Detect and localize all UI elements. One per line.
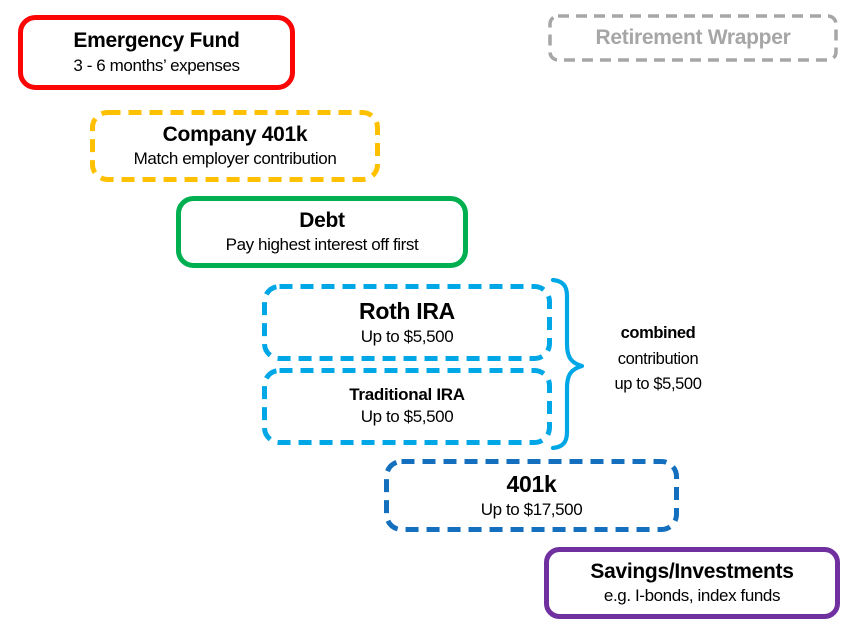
box-debt: Debt Pay highest interest off first [176, 196, 468, 268]
traditional-ira-subtitle: Up to $5,500 [360, 407, 454, 427]
401k-subtitle: Up to $17,500 [480, 500, 583, 520]
savings-investments-subtitle: e.g. I-bonds, index funds [603, 586, 781, 606]
combined-note-line1: combined [620, 324, 696, 342]
company-401k-title: Company 401k [162, 122, 308, 146]
box-company-401k: Company 401k Match employer contribution [90, 110, 380, 182]
savings-investments-title: Savings/Investments [590, 559, 794, 583]
box-traditional-ira: Traditional IRA Up to $5,500 [262, 368, 552, 445]
emergency-fund-subtitle: 3 - 6 months’ expenses [73, 55, 240, 75]
box-roth-ira: Roth IRA Up to $5,500 [262, 284, 552, 361]
roth-ira-title: Roth IRA [359, 297, 455, 324]
box-emergency-fund: Emergency Fund 3 - 6 months’ expenses [18, 15, 295, 90]
combined-contribution-note: combined contribution up to $5,500 [594, 321, 722, 398]
combined-note-line3: up to $5,500 [614, 375, 702, 393]
401k-title: 401k [506, 470, 557, 497]
roth-ira-subtitle: Up to $5,500 [360, 327, 454, 347]
emergency-fund-title: Emergency Fund [73, 29, 240, 53]
combined-contribution-brace [550, 277, 585, 451]
debt-subtitle: Pay highest interest off first [225, 235, 419, 255]
combined-note-line2: contribution [617, 349, 699, 368]
box-savings-investments: Savings/Investments e.g. I-bonds, index … [544, 547, 840, 619]
retirement-wrapper-title: Retirement Wrapper [595, 26, 791, 50]
debt-title: Debt [299, 208, 345, 232]
box-retirement-wrapper: Retirement Wrapper [548, 14, 838, 62]
traditional-ira-title: Traditional IRA [349, 384, 465, 404]
box-401k: 401k Up to $17,500 [384, 459, 679, 532]
company-401k-subtitle: Match employer contribution [133, 149, 337, 169]
